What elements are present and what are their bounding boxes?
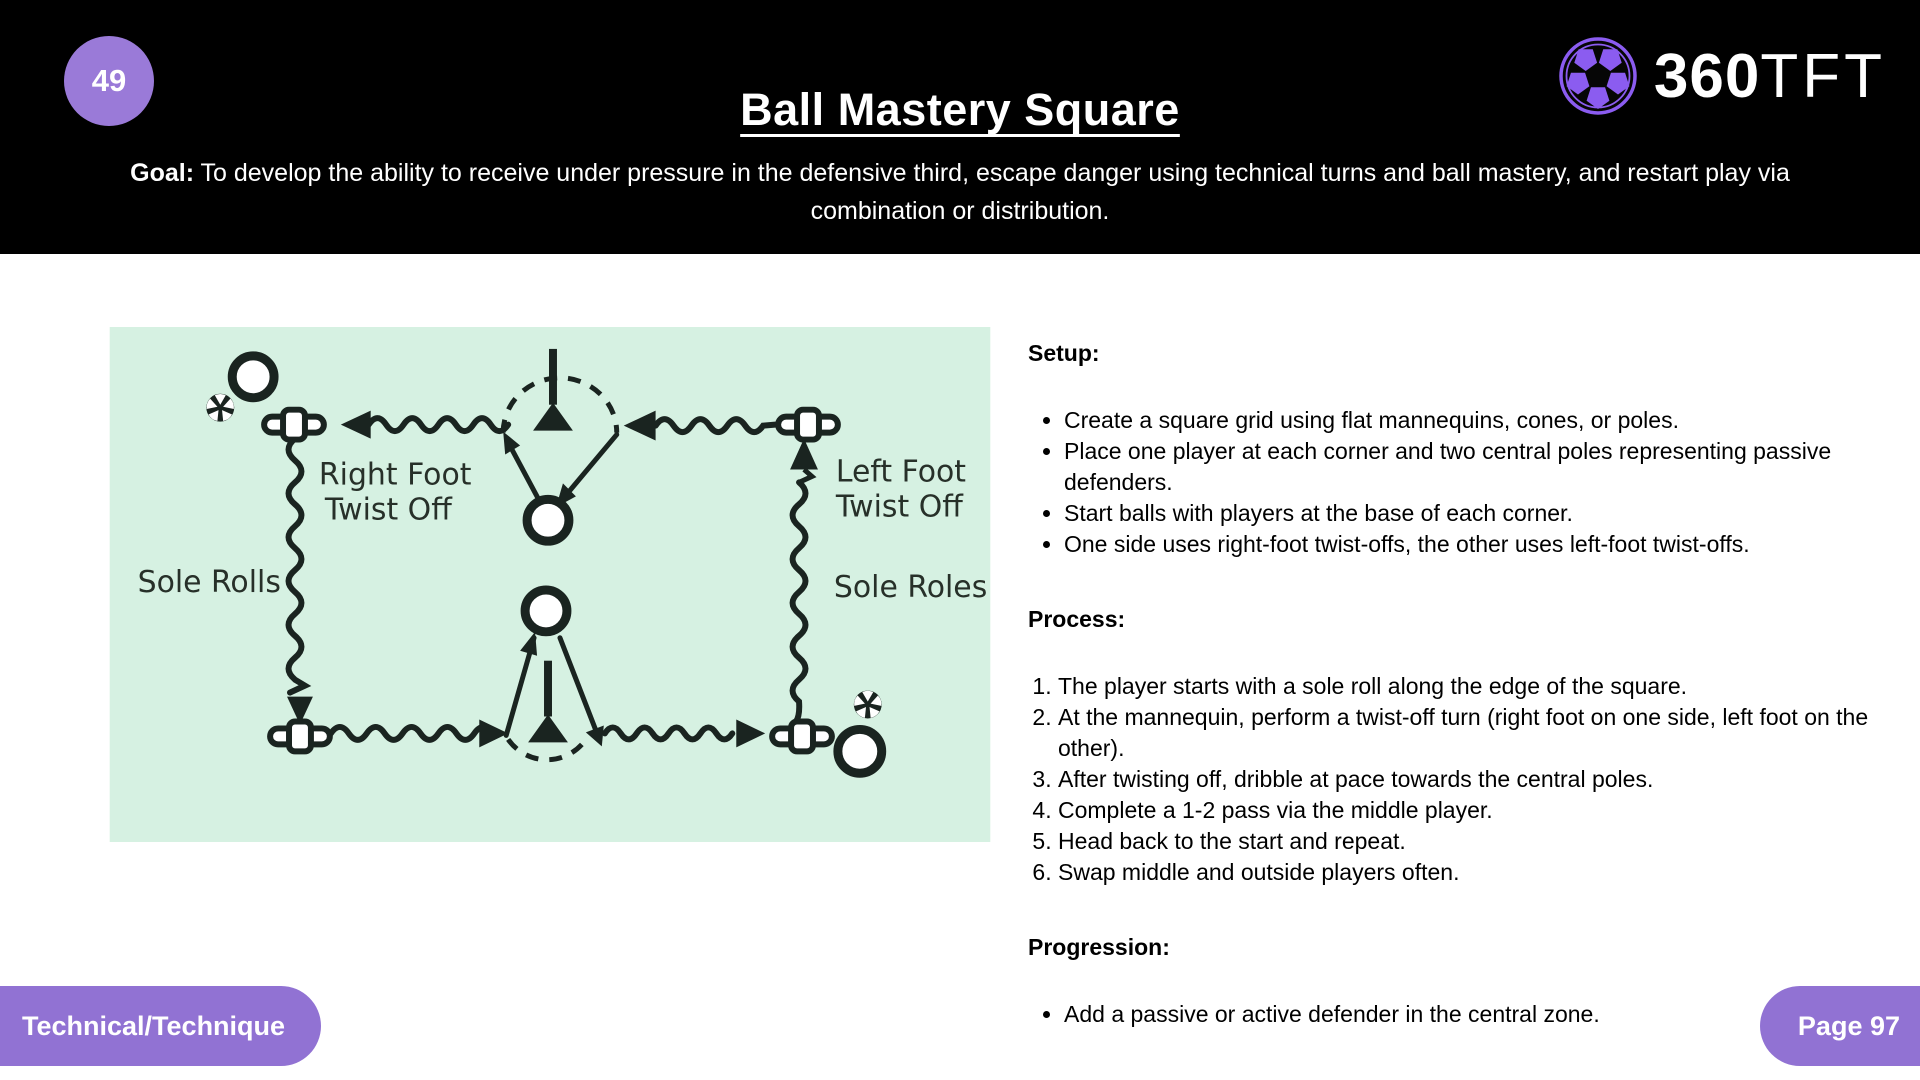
player-middle-lower xyxy=(520,585,572,637)
drill-diagram: Right Foot Twist Off Sole Rolls Left Foo… xyxy=(108,327,992,842)
process-list: The player starts with a sole roll along… xyxy=(1028,671,1900,888)
arrow-down-one-two xyxy=(585,725,604,747)
soccer-ball-logo-icon xyxy=(1559,37,1637,115)
bottom-left-sole-roll-path xyxy=(327,724,496,743)
logo-number: 360 xyxy=(1653,41,1761,111)
left-sole-roll-path xyxy=(285,435,312,696)
label-right-foot-line1: Right Foot xyxy=(319,457,472,492)
setup-item: One side uses right-foot twist-offs, the… xyxy=(1064,529,1900,560)
player-middle-upper xyxy=(522,494,574,546)
arrow-left-top xyxy=(340,410,371,439)
brand-logo-text: 360TFT xyxy=(1654,41,1886,112)
drill-diagram-svg: Right Foot Twist Off Sole Rolls Left Foo… xyxy=(109,327,991,842)
one-two-pass-line-left xyxy=(503,635,537,738)
mannequin-top-left xyxy=(264,410,324,440)
arrow-up-right-edge xyxy=(790,438,818,470)
arrow-up-one-two xyxy=(520,631,538,656)
mannequin-bottom-left xyxy=(270,721,330,751)
drill-number-badge: 49 xyxy=(64,36,154,126)
right-sole-roll-path xyxy=(789,479,809,725)
arrow-up-left-pass xyxy=(503,431,521,455)
title-wrap: Ball Mastery Square Goal: To develop the… xyxy=(0,0,1920,230)
arrow-down-left-edge xyxy=(287,696,313,725)
setup-list: Create a square grid using flat mannequi… xyxy=(1028,405,1900,560)
label-left-foot-line2: Twist Off xyxy=(835,489,964,524)
header-bar: 49 Ball Mastery Square Goal: To develop … xyxy=(0,0,1920,254)
goal-label: Goal: xyxy=(130,159,195,187)
player-top-left xyxy=(227,351,279,403)
mannequin-bottom-right xyxy=(772,721,832,751)
goal-text-block: Goal: To develop the ability to receive … xyxy=(100,154,1820,230)
progression-heading: Progression: xyxy=(1028,934,1170,960)
instructions-column: Setup: Create a square grid using flat m… xyxy=(1028,338,1900,1074)
one-two-pass-line-right xyxy=(557,635,601,738)
process-step: Swap middle and outside players often. xyxy=(1058,857,1900,888)
arrow-kink-right xyxy=(797,467,817,485)
process-step: The player starts with a sole roll along… xyxy=(1058,671,1900,702)
setup-item: Start balls with players at the base of … xyxy=(1064,498,1900,529)
category-pill: Technical/Technique xyxy=(0,986,322,1066)
bottom-defender-zone-arc xyxy=(506,737,588,763)
arrow-right-bottom-2 xyxy=(736,719,766,748)
top-left-sole-roll-path xyxy=(365,415,512,435)
process-step: Head back to the start and repeat. xyxy=(1058,826,1900,857)
top-defender-zone-arc xyxy=(500,375,620,433)
mannequin-top-right xyxy=(778,410,838,440)
setup-item: Place one player at each corner and two … xyxy=(1064,436,1900,498)
page-number-pill: Page 97 xyxy=(1759,986,1920,1066)
brand-logo: 360TFT xyxy=(1556,34,1886,118)
label-sole-rolls-left: Sole Rolls xyxy=(138,565,281,600)
label-sole-roles-right: Sole Roles xyxy=(834,570,987,605)
category-label: Technical/Technique xyxy=(22,1010,286,1041)
pass-line-up-right xyxy=(562,432,620,499)
goal-text: To develop the ability to receive under … xyxy=(194,159,1790,225)
setup-heading: Setup: xyxy=(1028,340,1100,366)
label-right-foot-line2: Twist Off xyxy=(324,492,453,527)
process-step: After twisting off, dribble at pace towa… xyxy=(1058,764,1900,795)
setup-item: Create a square grid using flat mannequi… xyxy=(1064,405,1900,436)
progression-list: Add a passive or active defender in the … xyxy=(1028,999,1900,1030)
arrow-right-bottom-1 xyxy=(479,719,509,748)
top-right-sole-roll-path xyxy=(652,416,779,436)
player-bottom-right xyxy=(833,724,887,778)
logo-letters: TFT xyxy=(1760,41,1886,111)
page-title: Ball Mastery Square xyxy=(740,84,1180,135)
process-heading: Process: xyxy=(1028,606,1126,632)
label-left-foot-line1: Left Foot xyxy=(836,454,966,489)
page-number-label: Page 97 xyxy=(1797,1010,1900,1041)
process-step: Complete a 1-2 pass via the middle playe… xyxy=(1058,795,1900,826)
drill-number: 49 xyxy=(91,63,127,98)
arrow-left-center xyxy=(623,410,656,441)
progression-item: Add a passive or active defender in the … xyxy=(1064,999,1900,1030)
bottom-right-sole-roll-path xyxy=(601,724,736,743)
process-step: At the mannequin, perform a twist-off tu… xyxy=(1058,702,1900,764)
